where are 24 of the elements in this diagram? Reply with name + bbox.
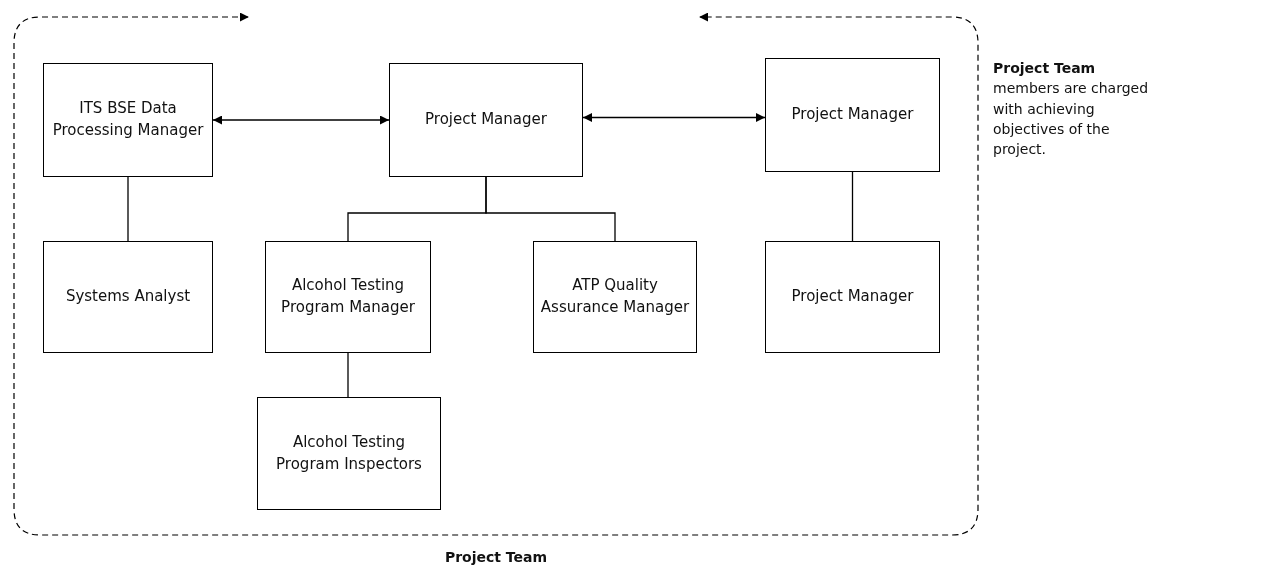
role-box xyxy=(265,241,431,353)
role-title: Alcohol Testing Program Inspectors xyxy=(275,431,423,475)
connector-line xyxy=(127,176,129,242)
note-text: Project Team members are charged with achieving objectives of the project. xyxy=(993,59,1150,160)
role-title: Project Manager xyxy=(425,109,547,131)
role-title: Project Manager xyxy=(791,286,914,308)
role-title: Alcohol Testing Program Manager xyxy=(280,275,416,318)
group-title: Project Team xyxy=(444,549,548,565)
connector-line xyxy=(485,176,616,242)
role-box xyxy=(533,241,697,353)
role-box xyxy=(389,63,583,177)
role-box xyxy=(43,241,213,353)
role-title: Project Manager xyxy=(791,104,914,126)
role-box xyxy=(257,397,441,510)
role-box xyxy=(43,63,213,177)
arrow xyxy=(212,115,390,125)
role-title: ATP Quality Assurance Manager xyxy=(539,275,691,318)
connector-line xyxy=(347,352,349,398)
connector-line xyxy=(851,171,854,242)
role-box xyxy=(765,58,940,172)
arrow xyxy=(582,113,766,122)
role-box xyxy=(765,241,940,353)
role-title: ITS BSE Data Processing Manager xyxy=(51,98,205,141)
role-title: Systems Analyst xyxy=(65,286,191,308)
